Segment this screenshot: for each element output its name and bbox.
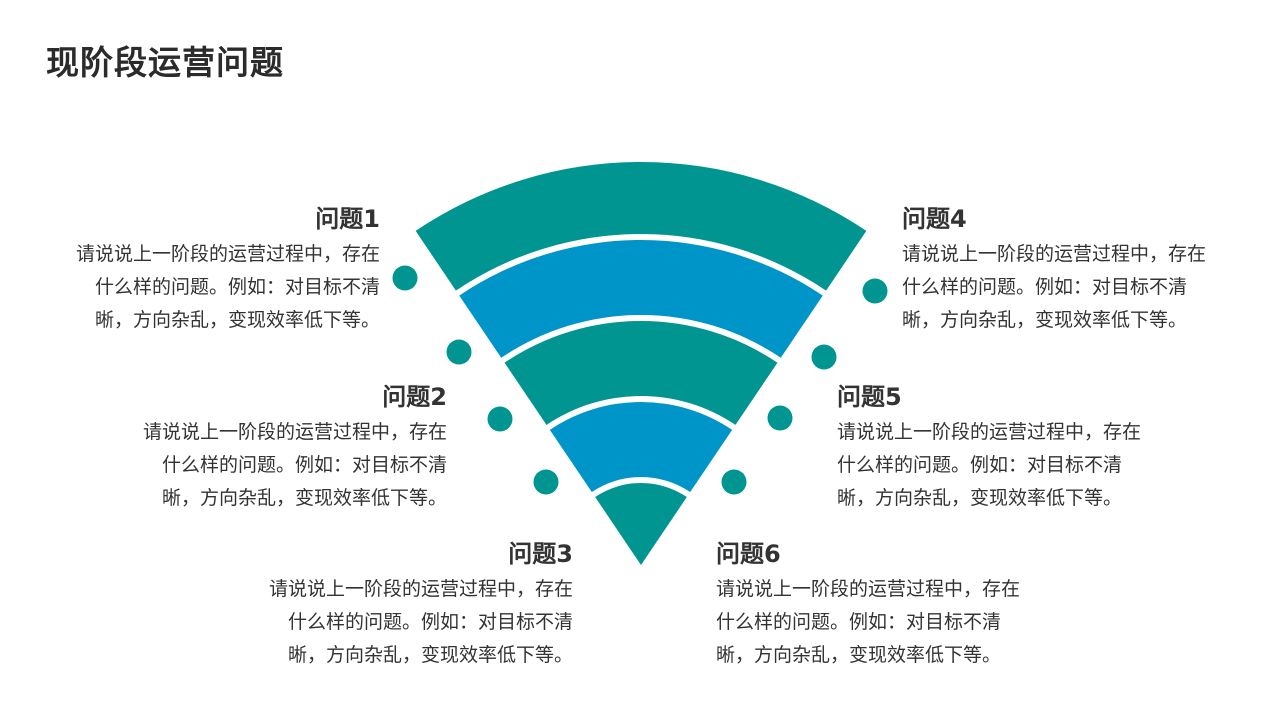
- problem-2-text: 请说说上一阶段的运营过程中，存在 什么样的问题。例如：对目标不清 晰，方向杂乱，…: [67, 416, 447, 515]
- problem-1-line-3: 晰，方向杂乱，变现效率低下等。: [94, 309, 380, 331]
- problem-2-block: 问题2 请说说上一阶段的运营过程中，存在 什么样的问题。例如：对目标不清 晰，方…: [67, 382, 447, 515]
- problem-5-line-2: 什么样的问题。例如：对目标不清: [837, 454, 1123, 476]
- problem-2-line-1: 请说说上一阶段的运营过程中，存在: [142, 421, 447, 443]
- problem-4-block: 问题4 请说说上一阶段的运营过程中，存在 什么样的问题。例如：对目标不清 晰，方…: [902, 204, 1280, 337]
- problem-4-text: 请说说上一阶段的运营过程中，存在 什么样的问题。例如：对目标不清 晰，方向杂乱，…: [902, 238, 1280, 337]
- fan-ring-2: [459, 239, 823, 358]
- problem-6-block: 问题6 请说说上一阶段的运营过程中，存在 什么样的问题。例如：对目标不清 晰，方…: [716, 539, 1096, 672]
- problem-3-line-3: 晰，方向杂乱，变现效率低下等。: [287, 644, 573, 666]
- problem-5-text: 请说说上一阶段的运营过程中，存在 什么样的问题。例如：对目标不清 晰，方向杂乱，…: [837, 416, 1217, 515]
- dot-left-2: [446, 339, 472, 365]
- problem-3-text: 请说说上一阶段的运营过程中，存在 什么样的问题。例如：对目标不清 晰，方向杂乱，…: [193, 573, 573, 672]
- problem-1-title: 问题1: [315, 205, 380, 233]
- dot-right-1: [862, 278, 888, 304]
- problem-2-line-3: 晰，方向杂乱，变现效率低下等。: [161, 487, 447, 509]
- problem-1-line-1: 请说说上一阶段的运营过程中，存在: [75, 243, 380, 265]
- page-title: 现阶段运营问题: [46, 43, 284, 82]
- problem-4-title: 问题4: [902, 205, 967, 233]
- dot-left-4: [533, 469, 559, 495]
- problem-5-title: 问题5: [837, 383, 902, 411]
- dot-right-4: [721, 469, 747, 495]
- problem-6-line-1: 请说说上一阶段的运营过程中，存在: [716, 578, 1021, 600]
- problem-6-line-2: 什么样的问题。例如：对目标不清: [716, 611, 1002, 633]
- dot-left-1: [392, 265, 418, 291]
- problem-6-title: 问题6: [716, 540, 781, 568]
- problem-1-block: 问题1 请说说上一阶段的运营过程中，存在 什么样的问题。例如：对目标不清 晰，方…: [0, 204, 380, 337]
- problem-6-line-3: 晰，方向杂乱，变现效率低下等。: [716, 644, 1002, 666]
- dot-left-3: [487, 406, 513, 432]
- problem-1-text: 请说说上一阶段的运营过程中，存在 什么样的问题。例如：对目标不清 晰，方向杂乱，…: [0, 238, 380, 337]
- fan-ring-5: [595, 483, 687, 565]
- problem-3-block: 问题3 请说说上一阶段的运营过程中，存在 什么样的问题。例如：对目标不清 晰，方…: [193, 539, 573, 672]
- problem-4-line-2: 什么样的问题。例如：对目标不清: [902, 276, 1188, 298]
- problem-3-line-2: 什么样的问题。例如：对目标不清: [287, 611, 573, 633]
- problem-5-line-1: 请说说上一阶段的运营过程中，存在: [837, 421, 1142, 443]
- problem-3-line-1: 请说说上一阶段的运营过程中，存在: [268, 578, 573, 600]
- dot-right-2: [811, 344, 837, 370]
- dot-right-3: [767, 405, 793, 431]
- problem-3-title: 问题3: [508, 540, 573, 568]
- problem-2-line-2: 什么样的问题。例如：对目标不清: [161, 454, 447, 476]
- problem-6-text: 请说说上一阶段的运营过程中，存在 什么样的问题。例如：对目标不清 晰，方向杂乱，…: [716, 573, 1096, 672]
- fan-ring-1: [415, 162, 867, 291]
- problem-2-title: 问题2: [382, 383, 447, 411]
- problem-5-line-3: 晰，方向杂乱，变现效率低下等。: [837, 487, 1123, 509]
- fan-ring-4: [549, 402, 733, 493]
- problem-4-line-1: 请说说上一阶段的运营过程中，存在: [902, 243, 1207, 265]
- problem-1-line-2: 什么样的问题。例如：对目标不清: [94, 276, 380, 298]
- fan-ring-3: [504, 321, 778, 425]
- problem-4-line-3: 晰，方向杂乱，变现效率低下等。: [902, 309, 1188, 331]
- problem-5-block: 问题5 请说说上一阶段的运营过程中，存在 什么样的问题。例如：对目标不清 晰，方…: [837, 382, 1217, 515]
